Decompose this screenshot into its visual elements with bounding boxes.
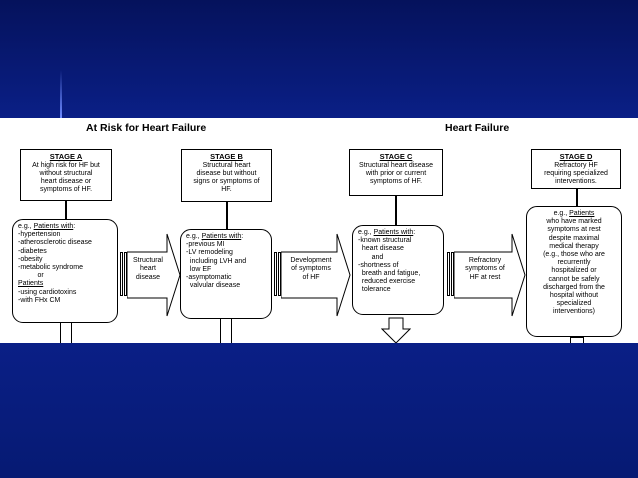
transition-bar (274, 252, 277, 296)
risk-item: -hypertension (18, 231, 61, 239)
risk-item: -diabetes (18, 247, 47, 255)
downward-connector-stub (220, 319, 232, 343)
condition-item: including LVH and (186, 257, 247, 265)
condition-item: -LV remodeling (186, 249, 233, 257)
stage-b-line: signs or symptoms of (193, 178, 260, 185)
suffix-text: : (241, 233, 244, 240)
transition-bar (447, 252, 450, 296)
risk-item: -obesity (18, 255, 43, 263)
background-bottom-band (0, 343, 638, 478)
heading-heart-failure: Heart Failure (445, 122, 510, 134)
stage-d-connector (576, 189, 578, 206)
condition-item: medical therapy (549, 242, 599, 250)
downward-connector-stub (570, 337, 584, 343)
patients-box-stage-c: e.g., Patients with: -known structural h… (352, 225, 444, 315)
condition-item: -previous MI (186, 241, 225, 249)
patients-label-2: Patients (18, 280, 44, 288)
transition-bar (120, 252, 123, 296)
stage-d-line: requiring specialized (544, 170, 608, 177)
condition-item: cannot be safely (548, 275, 600, 283)
decorative-accent-line (60, 70, 62, 118)
condition-item: interventions) (552, 308, 596, 316)
transition-arrow-2 (281, 233, 351, 317)
stage-c-line: symptoms of HF. (369, 178, 423, 185)
condition-item: hospitalized or (551, 267, 597, 275)
stage-c-box: STAGE C Structural heart disease with pr… (349, 149, 443, 196)
condition-item: breath and fatigue, (358, 270, 421, 278)
prefix-text: e.g., (358, 229, 374, 236)
transition-label-3: Refractory symptoms of HF at rest (465, 257, 505, 281)
stage-c-line: with prior or current (365, 170, 427, 177)
risk-item: -atherosclerotic disease (18, 239, 92, 247)
patients-box-stage-d: e.g., Patients who have marked symptoms … (526, 206, 622, 337)
condition-item: who have marked (546, 218, 602, 226)
transition-arrow-3 (454, 233, 526, 317)
down-arrow (381, 317, 411, 343)
stage-a-line: heart disease or (40, 178, 92, 185)
condition-item: tolerance (358, 286, 391, 294)
stage-a-line: without structural (39, 170, 93, 177)
condition-item: symptoms at rest (547, 226, 601, 234)
transition-arrow-1 (127, 233, 181, 317)
condition-item: (e.g., those who are (543, 251, 605, 259)
stage-b-box: STAGE B Structural heart disease but wit… (181, 149, 272, 202)
stage-b-line: Structural heart (202, 162, 251, 169)
heading-at-risk: At Risk for Heart Failure (86, 122, 207, 134)
transition-label-1: Structural heart disease (133, 257, 163, 281)
stage-b-line: HF. (221, 186, 232, 193)
patients-label: Patients with (373, 229, 414, 236)
stage-b-connector (226, 202, 228, 230)
condition-item: reduced exercise (358, 278, 416, 286)
suffix-text: : (413, 229, 416, 236)
stage-a-box: STAGE A At high risk for HF but without … (20, 149, 112, 201)
condition-item: hospital without (549, 292, 599, 300)
patients-box-stage-a: e.g., Patients with: -hypertension -athe… (12, 219, 118, 323)
stage-b-title: STAGE B (210, 152, 243, 161)
prefix-text: e.g., (553, 210, 570, 217)
condition-item: valvular disease (186, 282, 241, 290)
suffix-text: : (73, 223, 76, 230)
stage-a-title: STAGE A (49, 152, 83, 161)
risk-item: -with FHx CM (18, 296, 61, 304)
stage-d-title: STAGE D (559, 152, 593, 161)
stage-c-title: STAGE C (379, 152, 413, 161)
condition-item: specialized (556, 300, 592, 308)
background-top-band (0, 0, 638, 118)
condition-item: low EF (186, 265, 212, 273)
condition-item: despite maximal (548, 234, 600, 242)
condition-item: -shortness of (358, 261, 399, 269)
prefix-text: e.g., (186, 233, 202, 240)
stage-b-line: disease but without (196, 170, 257, 177)
condition-item: -asymptomatic (186, 274, 232, 282)
stage-d-line: interventions. (555, 178, 597, 185)
risk-item: -metabolic syndrome (18, 264, 83, 272)
stage-c-connector (395, 196, 397, 226)
patients-label: Patients with (33, 223, 74, 230)
heart-failure-stages-diagram: At Risk for Heart Failure Heart Failure … (0, 118, 638, 343)
patients-box-stage-b: e.g., Patients with: -previous MI -LV re… (180, 229, 272, 319)
condition-item: -known structural (358, 237, 412, 245)
prefix-text: e.g., (18, 223, 34, 230)
risk-item: -using cardiotoxins (18, 288, 77, 296)
stage-d-line: Refractory HF (554, 162, 598, 169)
stage-c-line: Structural heart disease (359, 162, 433, 169)
transition-label-2: Development of symptoms of HF (290, 257, 332, 281)
stage-d-box: STAGE D Refractory HF requiring speciali… (531, 149, 621, 189)
downward-connector-stub (60, 323, 72, 343)
stage-a-connector (65, 201, 67, 220)
stage-a-line: At high risk for HF but (32, 162, 100, 169)
patients-label: Patients with (201, 233, 242, 240)
condition-item: discharged from the (543, 283, 605, 291)
or-text: or (18, 272, 44, 280)
stage-a-line: symptoms of HF. (39, 186, 93, 193)
condition-item: and (358, 253, 384, 261)
condition-item: recurrently (557, 259, 591, 267)
condition-item: heart disease (358, 245, 404, 253)
patients-label: Patients (569, 210, 595, 217)
